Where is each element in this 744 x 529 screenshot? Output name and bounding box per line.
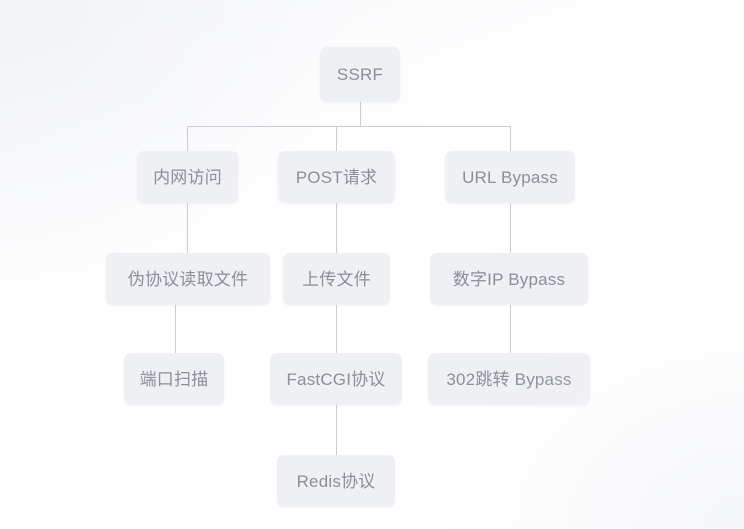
node-label-302-redirect-bypass: 302跳转 Bypass: [446, 369, 572, 389]
node-label-url-bypass: URL Bypass: [462, 167, 558, 187]
node-numeric-ip-bypass[interactable]: 数字IP Bypass: [430, 253, 588, 305]
node-file-upload[interactable]: 上传文件: [283, 253, 390, 305]
node-label-intranet-access: 内网访问: [153, 167, 222, 187]
node-label-pseudo-protocol-file-read: 伪协议读取文件: [127, 269, 249, 289]
node-redis-protocol[interactable]: Redis协议: [277, 455, 395, 507]
node-pseudo-protocol-file-read[interactable]: 伪协议读取文件: [106, 253, 270, 305]
node-label-port-scan: 端口扫描: [139, 369, 209, 389]
node-fastcgi-protocol[interactable]: FastCGI协议: [270, 353, 402, 405]
node-label-numeric-ip-bypass: 数字IP Bypass: [452, 269, 566, 289]
node-label-post-request: POST请求: [295, 167, 378, 187]
node-302-redirect-bypass[interactable]: 302跳转 Bypass: [428, 353, 590, 405]
node-label-fastcgi-protocol: FastCGI协议: [286, 369, 386, 389]
node-url-bypass[interactable]: URL Bypass: [445, 151, 575, 203]
node-label-redis-protocol: Redis协议: [296, 471, 376, 491]
node-intranet-access[interactable]: 内网访问: [137, 151, 238, 203]
node-label-file-upload: 上传文件: [302, 269, 371, 289]
node-label-ssrf: SSRF: [336, 65, 384, 84]
node-post-request[interactable]: POST请求: [278, 151, 395, 203]
node-port-scan[interactable]: 端口扫描: [124, 353, 224, 405]
node-ssrf[interactable]: SSRF: [320, 47, 400, 102]
